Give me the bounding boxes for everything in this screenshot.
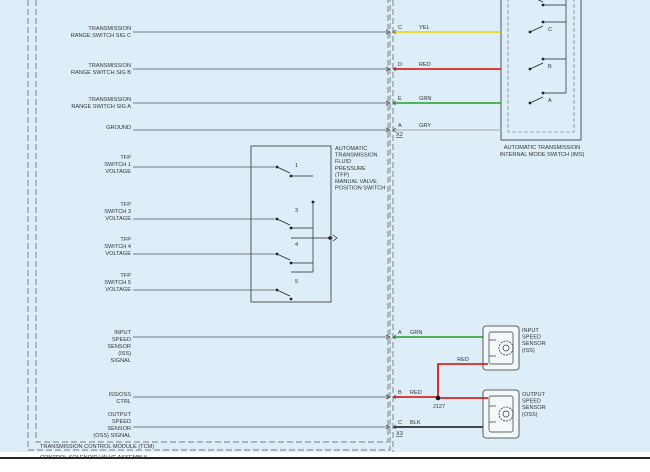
signal-label-3-1: RANGE SWITCH SIG A (71, 104, 131, 110)
signal-label-9-2: SENSOR (107, 344, 131, 350)
tfp-title-line-4: (TFP) (335, 172, 349, 178)
wire-color-label-1: RED (419, 62, 431, 68)
oss-title-line-3: (OSS) (522, 412, 538, 418)
pin-label-3: A (398, 123, 402, 129)
signal-label-11-0: OUTPUT (108, 412, 132, 418)
tcm-outline (27, 0, 391, 451)
signal-label-8-1: SWITCH 5 (104, 280, 131, 286)
pin-label-5: B (398, 390, 402, 396)
iss-title-line-0: INPUT (522, 328, 539, 334)
tfp-title-line-3: PRESSURE (335, 166, 366, 172)
tfp-title-line-1: TRANSMISSION (335, 153, 378, 159)
signal-label-2-1: RANGE SWITCH SIG B (71, 70, 131, 76)
tfp-ground-node (328, 236, 332, 240)
tfp-contact-4: 4 (295, 242, 298, 248)
pin-label-6: C (398, 420, 402, 426)
signal-label-1-1: RANGE SWITCH SIG C (71, 33, 131, 39)
iss-sensor (482, 325, 520, 371)
tfp-title-line-6: POSITION SWITCH (335, 186, 385, 192)
signal-label-5-0: TFP (120, 155, 131, 161)
pin-label-0: C (398, 25, 402, 31)
ims-title-line-2: INTERNAL MODE SWITCH (IMS) (500, 152, 585, 158)
signal-label-11-2: SENSOR (107, 426, 131, 432)
signal-label-10-1: CTRL (116, 399, 131, 405)
tfp-contact-1: 1 (295, 163, 298, 169)
connector-x3-label: X3 (396, 431, 403, 437)
signal-label-11-1: SPEED (112, 419, 131, 425)
oss-title-line-0: OUTPUT (522, 392, 546, 398)
signal-label-4-0: GROUND (106, 125, 131, 131)
signal-label-9-4: SIGNAL (110, 358, 131, 364)
iss-title-line-2: SENSOR (522, 341, 546, 347)
tfp-switch-box (250, 145, 332, 303)
iss-title-line-3: (ISS) (522, 348, 535, 354)
signal-label-9-1: SPEED (112, 337, 131, 343)
tcm-label: TRANSMISSION CONTROL MODULE (TCM) (40, 444, 154, 450)
splice-wire-label: RED (457, 357, 469, 363)
tfp-contact-3: 3 (295, 208, 298, 214)
signal-label-6-1: SWITCH 3 (104, 209, 131, 215)
splice-j127-dot (435, 395, 441, 401)
ims-title-line-1: AUTOMATIC TRANSMISSION (504, 145, 580, 151)
wire-color-label-0: YEL (419, 25, 430, 31)
pin-label-2: E (398, 96, 402, 102)
oss-title-line-1: SPEED (522, 399, 541, 405)
wire-color-label-6: BLK (410, 420, 421, 426)
diagram-background (0, 0, 650, 452)
signal-label-7-2: VOLTAGE (105, 251, 131, 257)
signal-label-3-0: TRANSMISSION (88, 97, 131, 103)
signal-label-6-0: TFP (120, 202, 131, 208)
iss-title-line-1: SPEED (522, 335, 541, 341)
oss-sensor (482, 389, 520, 439)
control-solenoid-label: CONTROL SOLENOID VALVE ASSEMBLY (40, 455, 148, 461)
signal-label-5-1: SWITCH 1 (104, 162, 131, 168)
signal-label-10-0: ISS/OSS (109, 392, 132, 398)
wire-color-label-2: GRN (419, 96, 431, 102)
signal-label-8-2: VOLTAGE (105, 287, 131, 293)
tfp-title-line-0: AUTOMATIC (335, 146, 367, 152)
signal-label-11-3: (OSS) SIGNAL (93, 433, 131, 439)
signal-label-1-0: TRANSMISSION (88, 26, 131, 32)
wire-color-label-4: GRN (410, 330, 422, 336)
signal-label-2-0: TRANSMISSION (88, 63, 131, 69)
signal-label-8-0: TFP (120, 273, 131, 279)
pin-label-1: D (398, 62, 402, 68)
solenoid-assembly-outline (35, 0, 389, 443)
signal-label-9-3: (ISS) (118, 351, 131, 357)
tfp-title-line-5: MANUAL VALVE (335, 179, 377, 185)
signal-label-6-2: VOLTAGE (105, 216, 131, 222)
tfp-contact-5: 5 (295, 279, 298, 285)
tfp-title-line-2: FLUID (335, 159, 351, 165)
signal-label-5-2: VOLTAGE (105, 169, 131, 175)
splice-red-wire (437, 363, 488, 398)
pin-label-4: A (398, 330, 402, 336)
wire-color-label-5: RED (410, 390, 422, 396)
ims-contact-C: C (548, 27, 552, 33)
splice-id-label: J127 (433, 404, 445, 410)
signal-label-7-1: SWITCH 4 (104, 244, 131, 250)
ims-contact-A: A (548, 98, 552, 104)
wire-color-label-3: GRY (419, 123, 431, 129)
signal-label-9-0: INPUT (114, 330, 131, 336)
connector-x2-label: X2 (396, 132, 403, 138)
ims-contact-B: B (548, 64, 552, 70)
signal-label-7-0: TFP (120, 237, 131, 243)
oss-title-line-2: SENSOR (522, 405, 546, 411)
